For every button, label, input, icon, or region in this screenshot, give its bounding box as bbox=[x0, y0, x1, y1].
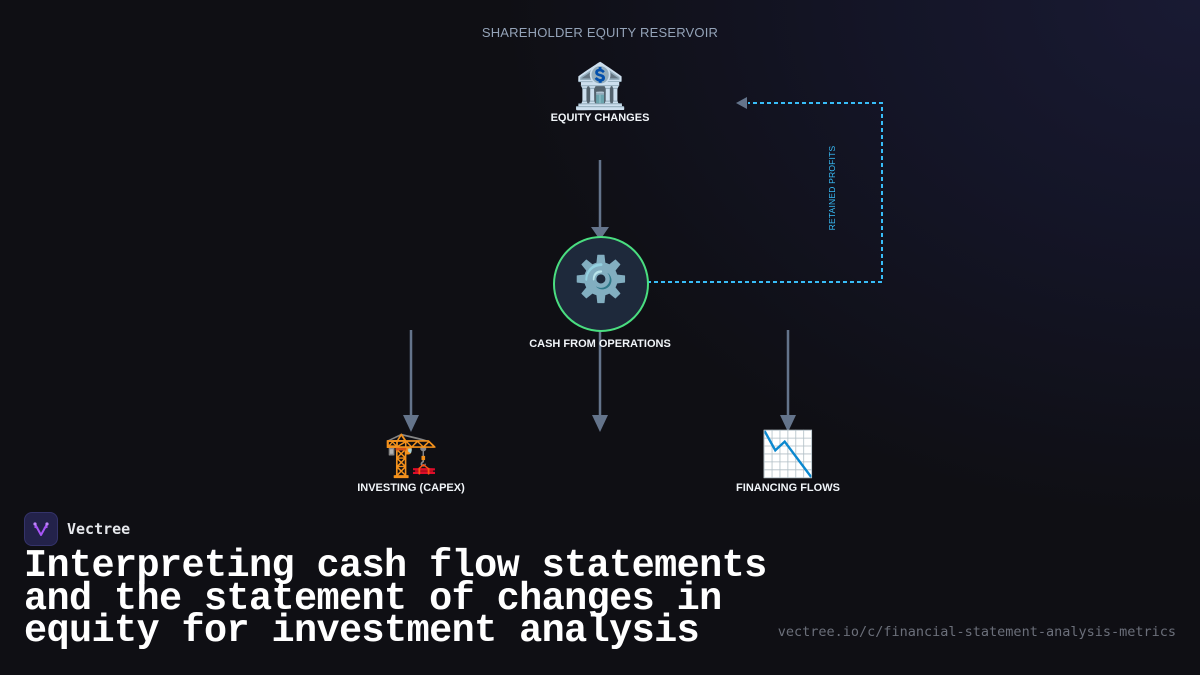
node-investing-capex: 🏗️ INVESTING (CAPEX) bbox=[331, 430, 491, 494]
brand-name: Vectree bbox=[67, 520, 131, 538]
edge-operations-to-financing bbox=[780, 330, 796, 432]
chart-decreasing-icon: 📉 bbox=[760, 430, 816, 479]
node-label: CASH FROM OPERATIONS bbox=[529, 338, 671, 350]
edge-equity-to-operations bbox=[591, 160, 609, 240]
node-label: INVESTING (CAPEX) bbox=[357, 482, 465, 494]
node-financing-flows: 📉 FINANCING FLOWS bbox=[708, 430, 868, 494]
page-title: Interpreting cash flow statements and th… bbox=[24, 544, 784, 653]
edge-operations-to-investing bbox=[403, 330, 419, 432]
title-line: Interpreting cash flow statements bbox=[24, 544, 767, 588]
bank-icon: 🏦 bbox=[572, 62, 628, 111]
node-label: FINANCING FLOWS bbox=[736, 482, 840, 494]
edge-retained-profits-loop bbox=[647, 97, 883, 283]
node-cash-from-operations: ⚙️ bbox=[553, 236, 649, 332]
vectree-logo-icon bbox=[24, 512, 58, 546]
brand: Vectree bbox=[24, 512, 130, 546]
node-equity-changes: 🏦 EQUITY CHANGES bbox=[500, 62, 700, 124]
title-line: equity for investment analysis bbox=[24, 609, 700, 653]
edge-operations-down bbox=[592, 330, 608, 432]
source-url: vectree.io/c/financial-statement-analysi… bbox=[777, 624, 1176, 640]
diagram-title: SHAREHOLDER EQUITY RESERVOIR bbox=[481, 25, 719, 40]
title-line: and the statement of changes in bbox=[24, 576, 722, 621]
gear-icon: ⚙️ bbox=[573, 255, 629, 304]
node-label: EQUITY CHANGES bbox=[550, 112, 650, 124]
construction-crane-icon: 🏗️ bbox=[383, 430, 439, 479]
edge-label-retained-profits: RETAINED PROFITS bbox=[827, 145, 837, 231]
